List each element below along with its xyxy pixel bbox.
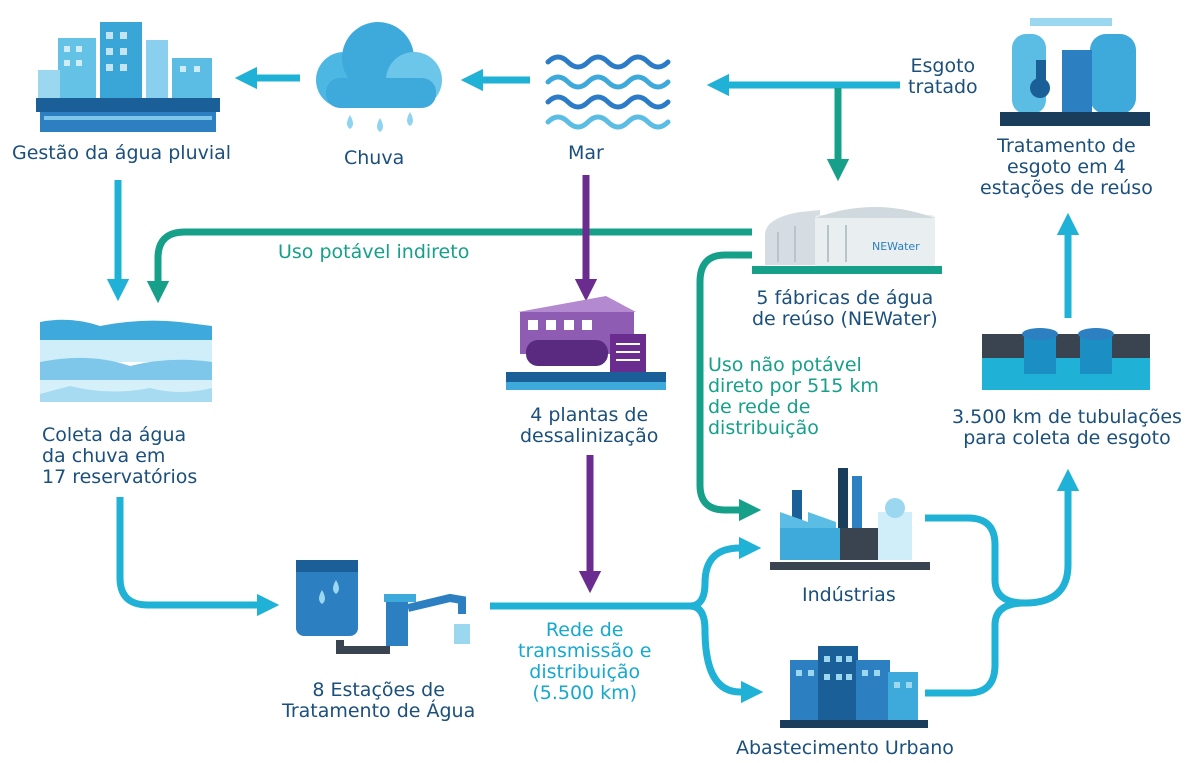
city-buildings-icon — [36, 22, 220, 132]
desalination-label: 4 plantas de dessalinização — [520, 404, 659, 447]
newater-plant-icon: NEWater — [752, 207, 942, 274]
rain-management-label: Gestão da água pluvial — [12, 142, 232, 164]
reservoirs-label: Coleta da água da chuva em 17 reservatór… — [42, 424, 198, 488]
direct-nonpotable-label: Uso não potável direto por 515 km de red… — [708, 354, 879, 439]
network-label: Rede de transmissão e distribuição (5.50… — [518, 619, 652, 704]
treatment-stations-label: 8 Estações de Tratamento de Água — [282, 679, 476, 722]
sewage-treatment-plant-icon — [1000, 18, 1150, 126]
factory-icon — [770, 468, 930, 570]
desalination-plant-icon — [506, 296, 666, 390]
indirect-potable-label: Uso potável indireto — [278, 241, 470, 263]
treated-sewage-label: Esgoto tratado — [908, 55, 978, 98]
industries-label: Indústrias — [802, 584, 896, 606]
urban-buildings-icon — [780, 646, 928, 728]
arrow-industries-to-pipes — [925, 514, 1026, 607]
arrow-urban-to-pipes — [925, 599, 1026, 697]
rain-label: Chuva — [344, 147, 405, 169]
cloud-rain-icon — [316, 22, 442, 132]
newater-logo: NEWater — [872, 240, 920, 253]
sea-waves-icon — [545, 54, 671, 130]
sewage-pipes-label: 3.500 km de tubulações para coleta de es… — [952, 406, 1182, 449]
sea-label: Mar — [568, 142, 604, 164]
newater-plants-label: 5 fábricas de água de reúso (NEWater) — [752, 287, 938, 330]
water-treatment-station-icon — [296, 560, 470, 654]
arrow-network-to-industries — [689, 536, 762, 610]
reservoir-icon — [40, 319, 212, 402]
urban-supply-label: Abastecimento Urbano — [736, 737, 954, 759]
arrow-reservoirs-to-stations — [116, 497, 280, 617]
arrow-network-to-urban — [689, 602, 764, 704]
sewage-pipes-icon — [982, 328, 1150, 390]
arrow-indirect-potable — [146, 228, 752, 304]
sewage-treatment-label: Tratamento de esgoto em 4 estações de re… — [980, 135, 1153, 199]
arrow-direct-nonpotable — [696, 251, 762, 522]
arrow-to-pipes — [1024, 468, 1080, 607]
